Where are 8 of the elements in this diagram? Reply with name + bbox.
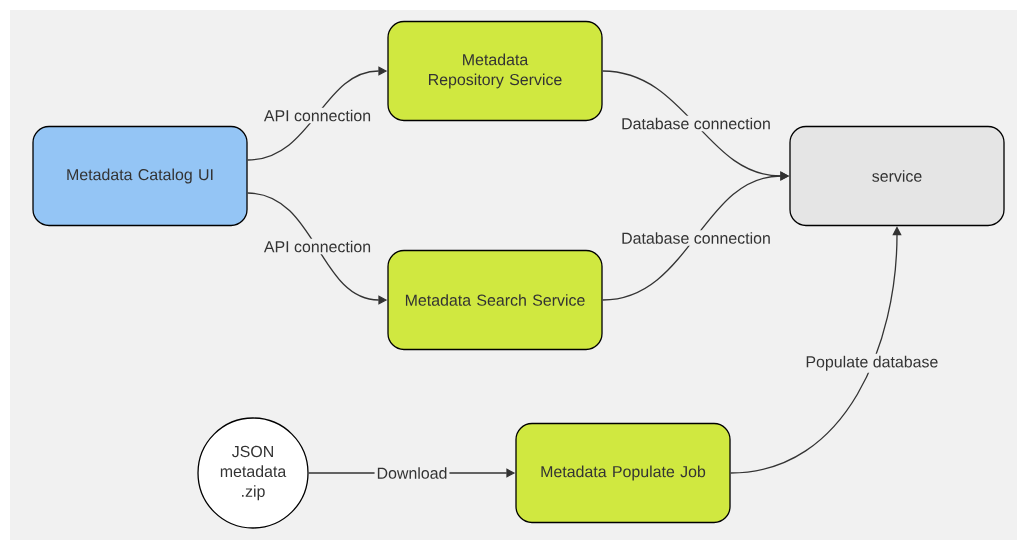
service-box: service	[789, 125, 1005, 227]
edge-label: Database connection	[619, 230, 773, 246]
service-box: Metadata Search Service	[387, 249, 603, 351]
edge-label: Download	[374, 465, 450, 481]
service-box: Metadata Repository Service	[387, 20, 603, 122]
service-box: Metadata Catalog UI	[32, 125, 248, 227]
arrow	[730, 226, 902, 474]
service-box: Metadata Populate Job	[515, 422, 731, 524]
